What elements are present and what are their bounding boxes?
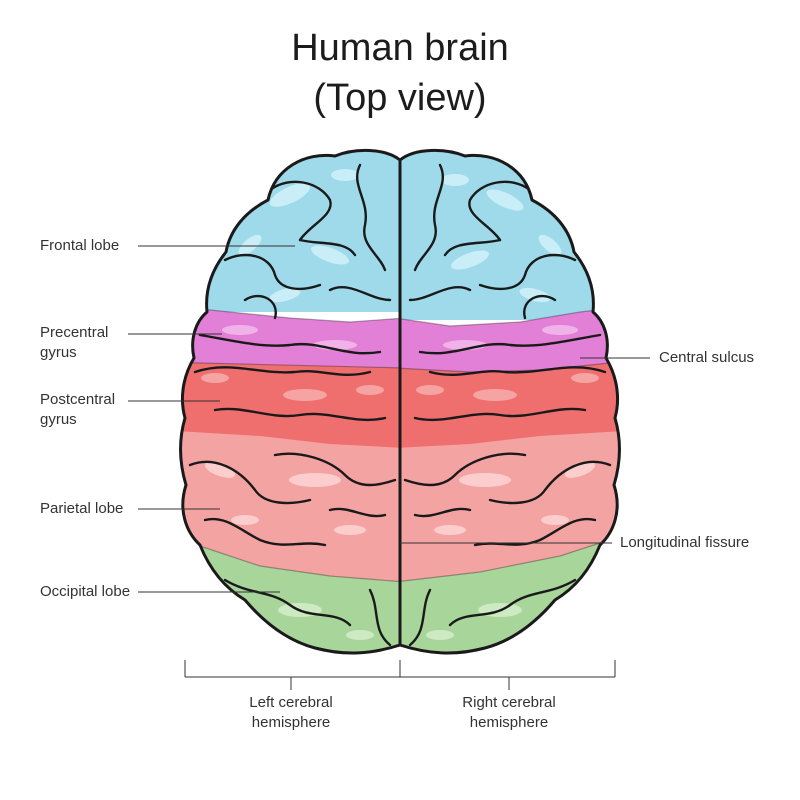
left-frontal-highlights — [238, 169, 359, 303]
right-parietal-highlights — [434, 462, 596, 535]
right-frontal-highlights — [441, 174, 562, 303]
left-parietal-highlights — [204, 462, 366, 535]
right-hemisphere-outline — [398, 148, 621, 655]
left-postcentral-highlights — [201, 373, 384, 401]
hemisphere-brackets — [184, 660, 616, 690]
right-hemisphere — [400, 150, 620, 654]
label-precentral-gyrus: Precentral gyrus — [40, 324, 109, 361]
label-central-sulcus: Central sulcus — [659, 349, 755, 366]
right-postcentral-gyrus-region — [400, 360, 620, 452]
title-line-1: Human brain — [291, 27, 509, 69]
left-hemisphere — [180, 150, 400, 654]
label-occipital-lobe: Occipital lobe — [40, 583, 131, 600]
label-right-hemisphere: Right cerebral hemisphere — [462, 694, 556, 731]
label-parietal-lobe: Parietal lobe — [40, 500, 124, 517]
left-postcentral-gyrus-region — [180, 362, 400, 452]
right-precentral-gyrus-region — [400, 305, 620, 382]
label-postcentral-gyrus: Postcentral gyrus — [40, 391, 116, 428]
left-hemisphere-outline — [179, 148, 402, 655]
label-longitudinal-fissure: Longitudinal fissure — [620, 534, 750, 551]
right-postcentral-highlights — [416, 373, 599, 401]
label-frontal-lobe: Frontal lobe — [40, 237, 120, 254]
left-precentral-gyrus-region — [180, 305, 400, 382]
label-left-hemisphere: Left cerebral hemisphere — [249, 694, 333, 731]
leader-lines — [128, 245, 650, 593]
title-line-2: (Top view) — [313, 77, 487, 119]
right-frontal-lobe-region — [400, 150, 620, 320]
left-frontal-lobe-region — [180, 150, 400, 312]
right-sulci — [403, 163, 612, 654]
